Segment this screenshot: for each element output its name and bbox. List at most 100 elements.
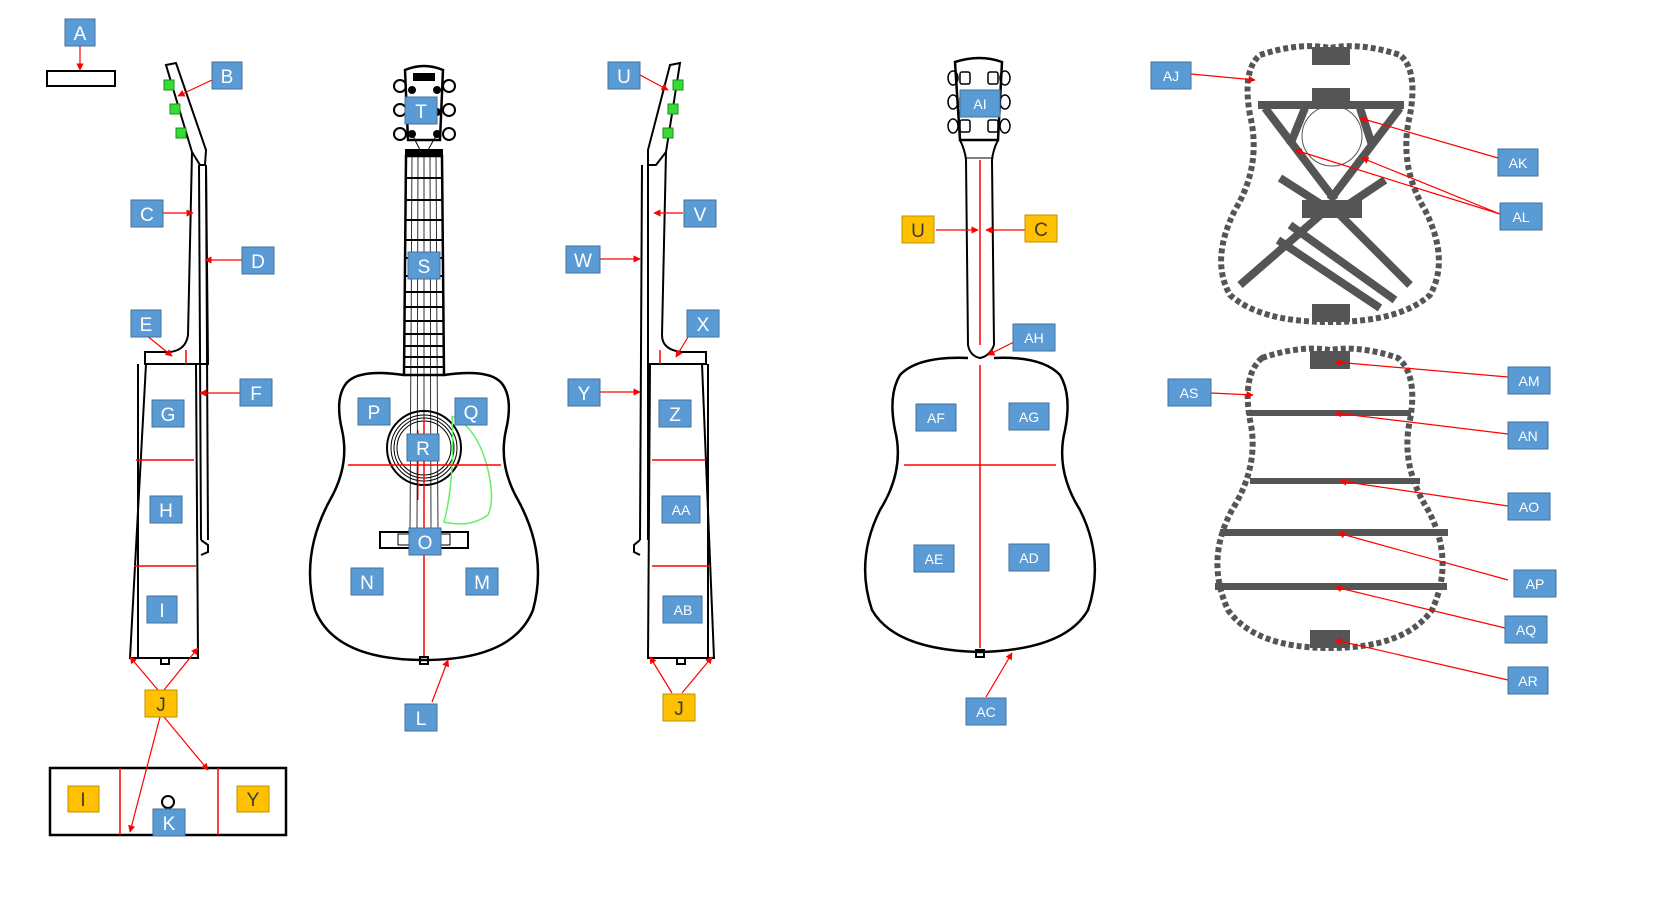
x-brace-diagram-icon <box>1218 43 1442 326</box>
saddle-profile-icon <box>46 70 116 87</box>
ladder-brace-diagram-icon <box>1214 345 1448 652</box>
label-AE: AE <box>913 544 955 573</box>
svg-text:R: R <box>416 439 430 460</box>
label-Q: Q <box>454 397 488 426</box>
svg-text:A: A <box>74 24 87 45</box>
svg-text:B: B <box>221 67 234 88</box>
label-I-endview: I <box>67 785 100 813</box>
label-V: V <box>683 199 717 228</box>
svg-text:F: F <box>250 384 262 405</box>
label-J-right: J <box>662 693 696 722</box>
svg-text:AM: AM <box>1519 373 1540 389</box>
svg-text:Y: Y <box>247 790 260 811</box>
svg-text:AG: AG <box>1019 409 1039 425</box>
back-divider-lines <box>904 160 1056 648</box>
label-AC: AC <box>965 697 1007 726</box>
svg-text:AB: AB <box>674 602 693 618</box>
svg-text:J: J <box>156 695 166 716</box>
label-K: K <box>152 808 186 837</box>
svg-text:AP: AP <box>1526 576 1545 592</box>
label-R: R <box>406 433 440 462</box>
label-N: N <box>350 567 384 596</box>
label-AJ: AJ <box>1150 61 1192 90</box>
label-AD: AD <box>1008 543 1050 572</box>
svg-text:I: I <box>159 601 164 622</box>
svg-text:AQ: AQ <box>1516 622 1536 638</box>
svg-text:I: I <box>80 790 85 811</box>
label-E: E <box>130 309 162 338</box>
svg-text:O: O <box>418 533 433 554</box>
label-U-top: U <box>607 61 641 90</box>
svg-text:K: K <box>163 814 176 835</box>
svg-text:D: D <box>251 252 265 273</box>
svg-text:U: U <box>617 67 631 88</box>
label-T: T <box>404 96 438 125</box>
label-O: O <box>408 527 442 556</box>
label-AM: AM <box>1507 366 1551 395</box>
side-right-divider-lines <box>652 350 710 567</box>
svg-text:AJ: AJ <box>1163 68 1179 84</box>
guitar-side-view-right-icon <box>633 61 716 665</box>
label-AA: AA <box>661 495 701 524</box>
svg-text:AS: AS <box>1180 385 1199 401</box>
svg-text:N: N <box>360 573 374 594</box>
label-AF: AF <box>915 403 957 432</box>
svg-text:AD: AD <box>1019 550 1038 566</box>
svg-text:AI: AI <box>973 96 986 112</box>
label-AQ: AQ <box>1504 615 1548 644</box>
svg-text:S: S <box>418 257 431 278</box>
label-M: M <box>465 567 499 596</box>
svg-text:M: M <box>474 573 490 594</box>
label-AS: AS <box>1167 378 1212 407</box>
leader-arrows <box>76 44 1509 833</box>
tuner-pegs-right-icon <box>662 79 684 139</box>
svg-text:Z: Z <box>669 405 681 426</box>
svg-text:AR: AR <box>1518 673 1537 689</box>
svg-text:L: L <box>416 709 427 730</box>
label-AB: AB <box>662 595 703 624</box>
label-J-left: J <box>144 689 178 718</box>
svg-text:AE: AE <box>925 551 944 567</box>
svg-text:AC: AC <box>976 704 995 720</box>
svg-text:Q: Q <box>464 403 479 424</box>
svg-text:X: X <box>697 315 710 336</box>
label-AG: AG <box>1008 402 1050 431</box>
label-AN: AN <box>1507 421 1549 450</box>
svg-text:E: E <box>140 315 153 336</box>
label-Y-endview: Y <box>236 785 270 813</box>
guitar-side-view-left-icon <box>128 61 210 665</box>
svg-text:G: G <box>161 405 176 426</box>
label-C-back: C <box>1024 214 1058 243</box>
label-AR: AR <box>1507 666 1549 695</box>
svg-text:AF: AF <box>927 410 945 426</box>
label-W: W <box>565 245 601 274</box>
svg-text:T: T <box>415 102 427 123</box>
tuner-pegs-left-icon <box>163 79 187 139</box>
label-AH: AH <box>1012 323 1056 352</box>
label-I: I <box>146 595 178 624</box>
svg-text:AK: AK <box>1509 155 1528 171</box>
label-Y: Y <box>567 378 601 407</box>
label-D: D <box>241 246 275 275</box>
label-H: H <box>149 495 183 524</box>
label-G: G <box>151 399 185 428</box>
label-C: C <box>130 199 164 228</box>
label-L: L <box>404 703 438 732</box>
svg-text:U: U <box>911 221 925 242</box>
svg-text:P: P <box>368 403 381 424</box>
svg-text:V: V <box>694 205 707 226</box>
label-A: A <box>64 18 96 47</box>
svg-text:Y: Y <box>578 384 591 405</box>
svg-text:J: J <box>674 699 684 720</box>
label-X: X <box>686 309 720 338</box>
label-S: S <box>407 251 441 280</box>
svg-text:H: H <box>159 501 173 522</box>
label-AO: AO <box>1507 492 1551 521</box>
svg-text:AN: AN <box>1518 428 1537 444</box>
side-left-divider-lines <box>134 350 196 567</box>
label-AI: AI <box>959 89 1001 118</box>
svg-text:C: C <box>1034 220 1048 241</box>
label-B: B <box>211 61 243 90</box>
svg-text:AA: AA <box>672 502 691 518</box>
